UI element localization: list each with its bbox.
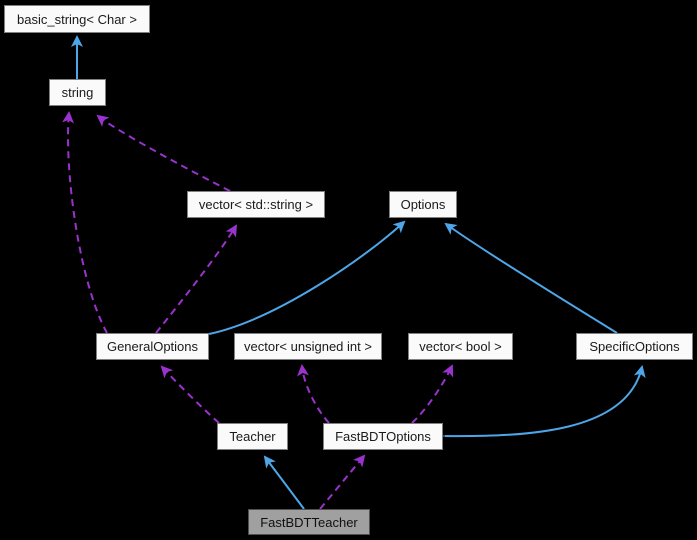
- class-node-label: Options: [400, 197, 446, 212]
- class-node-string[interactable]: string: [49, 79, 106, 106]
- class-node-vector_string[interactable]: vector< std::string >: [187, 191, 325, 218]
- class-node-specific_options[interactable]: SpecificOptions: [576, 333, 693, 360]
- class-node-vector_uint[interactable]: vector< unsigned int >: [234, 333, 382, 360]
- edge-teacher-to-general_options: [160, 365, 220, 424]
- class-node-options[interactable]: Options: [389, 191, 457, 218]
- class-node-label: FastBDTOptions: [335, 429, 431, 444]
- edge-fastbdt_teacher-to-teacher: [263, 455, 305, 510]
- class-node-label: vector< bool >: [419, 339, 502, 354]
- class-node-fastbdt_teacher[interactable]: FastBDTTeacher: [248, 509, 370, 535]
- class-node-vector_bool[interactable]: vector< bool >: [408, 333, 513, 360]
- class-node-label: vector< unsigned int >: [244, 339, 372, 354]
- edge-general_options-to-options: [208, 220, 406, 335]
- edge-specific_options-to-options: [444, 222, 618, 334]
- class-node-label: vector< std::string >: [198, 197, 314, 212]
- class-node-label: Teacher: [229, 429, 276, 444]
- class-node-basic_string[interactable]: basic_string< Char >: [4, 5, 150, 33]
- class-node-label: GeneralOptions: [106, 339, 199, 354]
- class-node-label: basic_string< Char >: [17, 11, 137, 27]
- edge-fastbdt_teacher-to-fastbdt_options: [319, 454, 366, 510]
- class-node-teacher[interactable]: Teacher: [217, 423, 288, 450]
- edge-fastbdt_options-to-vector_uint: [297, 364, 330, 424]
- edge-general_options-to-vector_string: [155, 224, 238, 334]
- edge-fastbdt_options-to-vector_bool: [411, 364, 454, 424]
- class-node-label: string: [61, 85, 94, 100]
- class-node-label: FastBDTTeacher: [260, 514, 358, 530]
- class-node-general_options[interactable]: GeneralOptions: [96, 333, 209, 360]
- class-node-label: SpecificOptions: [589, 339, 680, 354]
- edge-fastbdt_options-to-specific_options: [442, 365, 646, 438]
- edge-general_options-to-string: [62, 111, 108, 334]
- edge-vector_string-to-string: [96, 114, 231, 192]
- class-node-fastbdt_options[interactable]: FastBDTOptions: [323, 423, 443, 450]
